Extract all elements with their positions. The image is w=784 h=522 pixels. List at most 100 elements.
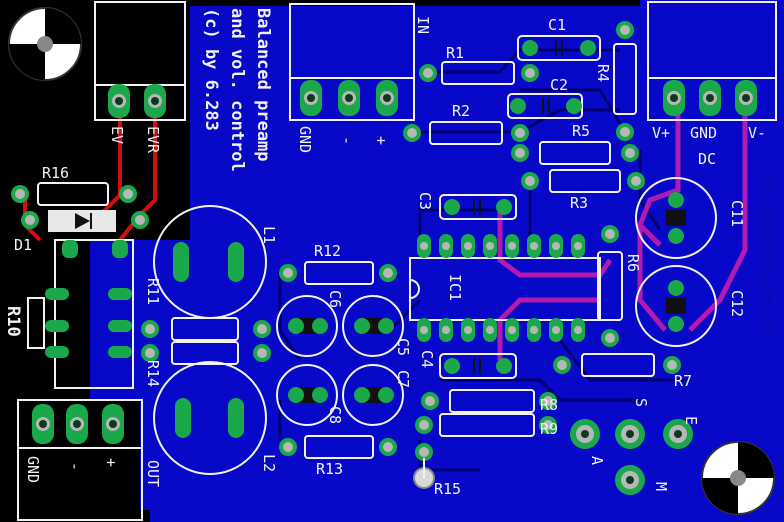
out-gnd-label: GND [24,456,42,483]
resistor-r13 [279,435,397,459]
label-r14: R14 [144,360,162,387]
pad [108,84,130,118]
pad [615,419,645,449]
capacitor-c6 [276,295,338,357]
pad [663,419,693,449]
pad [699,80,721,116]
ic-pin-hole [552,242,560,250]
component-labels: R1 R2 R3 R4 R5 R6 R7 R8 R9 R10 R11 R12 R… [3,16,746,498]
ic-pin-hole [486,242,494,250]
pad [300,80,322,116]
pad [102,404,124,444]
connector-dc [647,1,777,121]
mounting-hole-bottom-right [701,441,775,515]
resistor-r11 [141,317,271,341]
capacitor-c5 [342,295,404,357]
relay-footprint [45,239,134,389]
pad [376,80,398,116]
capacitor-c1 [517,35,601,61]
ev-label: EV [108,126,126,144]
ic-pin-hole [442,242,450,250]
out-plus-label: + [102,458,120,467]
ic-pin-hole [508,326,516,334]
pad [144,84,166,118]
in-plus-label: + [372,136,390,145]
label-r13: R13 [316,460,343,478]
ic-pin-hole [464,326,472,334]
label-r15: R15 [434,480,461,498]
label-c11: C11 [728,200,746,227]
ic-pin-hole [486,326,494,334]
resistor-r14 [141,341,271,365]
pad [663,80,685,116]
resistor-r12 [279,261,397,285]
capacitor-c3 [439,194,517,220]
connector-input [289,3,415,121]
ic-pin-hole [552,326,560,334]
label-r9: R9 [540,420,558,438]
resistor-r1 [419,61,539,85]
pad [615,465,645,495]
capacitor-c2 [507,93,583,119]
resistor-r2 [403,121,529,145]
connector-ev [94,1,186,121]
capacitor-c11 [635,177,717,259]
resistor-r10 [27,297,45,349]
pad [735,80,757,116]
label-c12: C12 [728,290,746,317]
ic-pin-hole [508,242,516,250]
pad [32,404,54,444]
label-r4: R4 [594,64,612,82]
label-l2: L2 [260,454,278,472]
label-ic1: IC1 [446,274,464,301]
label-c5: C5 [394,338,412,356]
label-d1: D1 [14,236,32,254]
resistor-r6 [597,225,623,347]
connector-pads [32,80,757,444]
pot-pads [570,419,693,495]
resistor-r15 [413,443,435,489]
mounting-hole-top-left [8,7,82,81]
resistor-r5 [511,141,639,165]
diode-d1 [21,210,149,232]
pad [338,80,360,116]
dc-vminus-label: V- [748,124,766,142]
ic-pin-hole [464,242,472,250]
label-r2: R2 [452,102,470,120]
connector-labels: EV EVR IN GND - + V+ GND V- DC GND - + O… [24,16,766,491]
out-label: OUT [144,460,162,487]
capacitor-c7 [342,364,404,426]
title-line-2: and vol. control [227,8,247,172]
ic-pin-hole [530,242,538,250]
label-c4: C4 [418,350,436,368]
label-r11: R11 [144,278,162,305]
label-r10: R10 [3,306,23,337]
resistor-r7 [553,353,681,377]
label-r1: R1 [446,44,464,62]
label-r12: R12 [314,242,341,260]
label-r5: R5 [572,122,590,140]
label-c7: C7 [394,370,412,388]
label-r6: R6 [624,254,642,272]
evr-label: EVR [144,126,162,154]
label-c6: C6 [326,290,344,308]
label-c8: C8 [326,406,344,424]
pot-a-label: A [588,456,606,465]
resistor-r4 [613,21,637,141]
in-gnd-label: GND [296,126,314,153]
out-minus-label: - [66,462,84,471]
in-minus-label: - [338,136,356,145]
ic-ic1 [409,234,601,342]
label-r8: R8 [540,396,558,414]
resistor-r9 [415,413,557,437]
top-traces [497,100,748,360]
label-c2: C2 [550,76,568,94]
capacitor-c8 [276,364,338,426]
ic-pin-hole [420,242,428,250]
label-c3: C3 [416,192,434,210]
connector-output [17,399,143,521]
pad [570,419,600,449]
label-r3: R3 [570,194,588,212]
pot-e-label: E [682,416,700,425]
